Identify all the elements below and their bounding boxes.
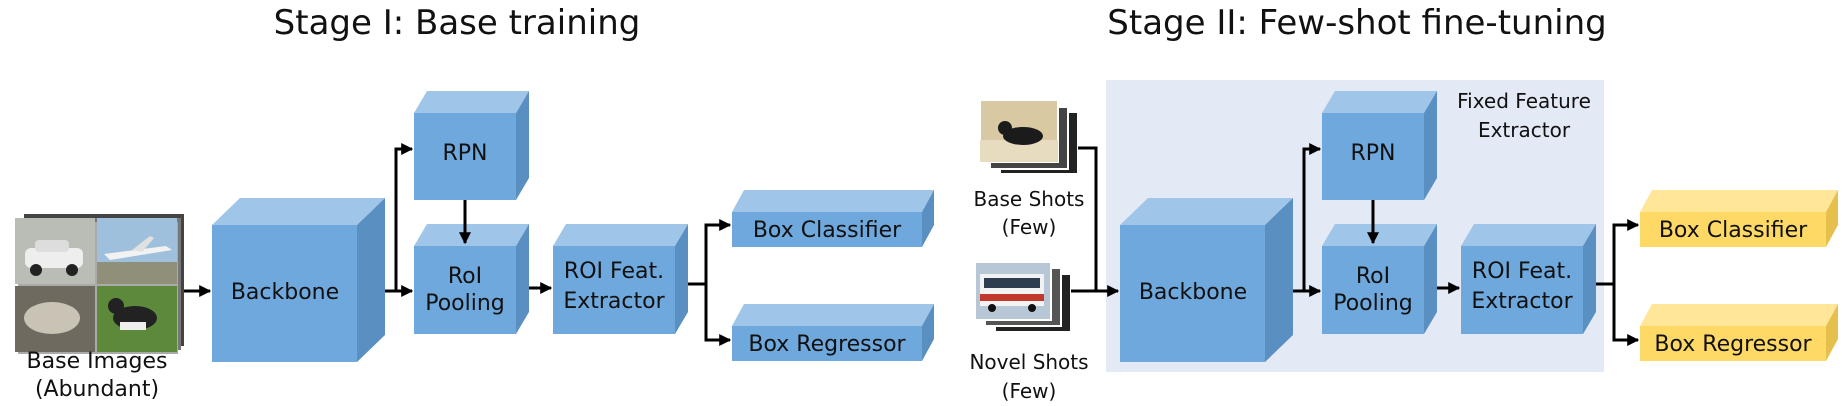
box-regressor-label-2: Box Regressor (1654, 332, 1812, 357)
fixed-feature-label-line2: Extractor (1478, 118, 1571, 142)
stage2-title: Stage II: Few-shot fine-tuning (1107, 3, 1606, 43)
backbone-label-2: Backbone (1139, 280, 1247, 305)
novel-shots-icon (974, 261, 1072, 333)
roi-extractor-label-2-line2: Extractor (1471, 289, 1573, 314)
fixed-feature-label-line1: Fixed Feature (1457, 89, 1591, 113)
novel-shots-label: Novel Shots (969, 350, 1088, 374)
roi-extractor-block (553, 224, 688, 334)
stage2-arrows (1071, 143, 1640, 346)
backbone-block (212, 198, 385, 362)
roi-pooling-label-2-line2: Pooling (1333, 291, 1413, 316)
roi-extractor-label-2-line1: ROI Feat. (1472, 259, 1572, 284)
backbone-block-2 (1120, 198, 1293, 362)
base-shots-icon (979, 99, 1079, 175)
base-shots-sublabel: (Few) (1002, 215, 1057, 239)
stage1-arrows (184, 143, 732, 346)
box-classifier-block-2 (1640, 190, 1838, 247)
roi-pooling-label-line2: Pooling (425, 291, 505, 316)
box-regressor-block-2 (1640, 304, 1838, 361)
box-regressor-label: Box Regressor (748, 332, 906, 357)
roi-pooling-label-line1: RoI (448, 264, 482, 289)
box-classifier-block (732, 190, 934, 247)
roi-extractor-label-line2: Extractor (563, 289, 665, 314)
rpn-label: RPN (442, 141, 487, 166)
base-images-label: Base Images (27, 349, 168, 374)
stage1-title: Stage I: Base training (274, 3, 641, 43)
base-images-sublabel: (Abundant) (35, 377, 159, 402)
roi-pooling-block-2 (1322, 224, 1437, 334)
rpn-label-2: RPN (1350, 141, 1395, 166)
box-classifier-label: Box Classifier (753, 218, 902, 243)
rpn-block (414, 91, 529, 200)
roi-extractor-block-2 (1461, 224, 1596, 334)
roi-extractor-label-line1: ROI Feat. (564, 259, 664, 284)
rpn-block-2 (1322, 91, 1437, 200)
backbone-label: Backbone (231, 280, 339, 305)
box-classifier-label-2: Box Classifier (1659, 218, 1808, 243)
base-images-icon (15, 214, 184, 354)
box-regressor-block (732, 304, 934, 361)
roi-pooling-block (414, 224, 529, 334)
roi-pooling-label-2-line1: RoI (1356, 264, 1390, 289)
novel-shots-sublabel: (Few) (1002, 379, 1057, 403)
base-shots-label: Base Shots (974, 187, 1085, 211)
